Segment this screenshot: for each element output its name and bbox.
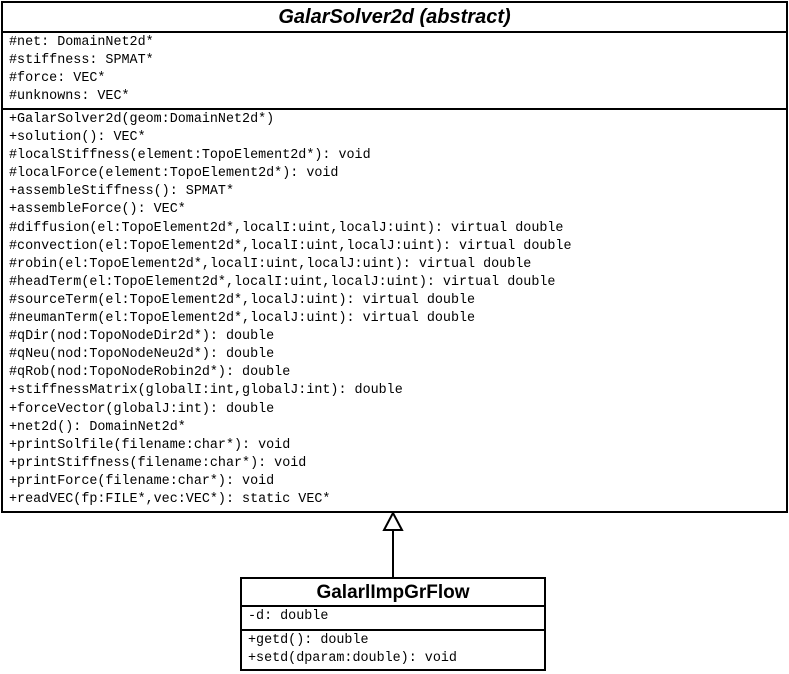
method-row: +setd(dparam:double): void — [248, 651, 457, 667]
methods-compartment: +getd(): double +setd(dparam:double): voi… — [242, 629, 544, 668]
method-row: +readVEC(fp:FILE*,vec:VEC*): static VEC* — [9, 491, 331, 507]
attribute-row: -d: double — [248, 609, 329, 624]
method-row: +GalarSolver2d(geom:DomainNet2d*) — [9, 112, 275, 127]
class-name: GalarSolver2d (abstract) — [3, 3, 786, 33]
attribute-row: #unknowns: VEC* — [9, 89, 130, 105]
method-row: +forceVector(globalJ:int): double — [9, 401, 275, 417]
method-row: #qNeu(nod:TopoNodeNeu2d*): double — [9, 347, 275, 363]
method-row: +assembleForce(): VEC* — [9, 202, 186, 218]
method-row: #qRob(nod:TopoNodeRobin2d*): double — [9, 365, 291, 381]
methods-compartment: +GalarSolver2d(geom:DomainNet2d*) +soluti… — [3, 108, 786, 509]
method-row: #diffusion(el:TopoElement2d*,localI:uint… — [9, 220, 564, 236]
method-row: +solution(): VEC* — [9, 130, 146, 146]
method-row: +printStiffness(filename:char*): void — [9, 455, 307, 471]
method-row: #localStiffness(element:TopoElement2d*):… — [9, 148, 371, 164]
method-row: +printSolfile(filename:char*): void — [9, 437, 291, 453]
hollow-triangle-arrowhead-icon — [382, 510, 404, 531]
attribute-row: #force: VEC* — [9, 71, 106, 87]
attribute-row: #net: DomainNet2d* — [9, 35, 154, 50]
class-name: GalarlImpGrFlow — [242, 579, 544, 607]
method-row: #convection(el:TopoElement2d*,localI:uin… — [9, 238, 572, 254]
method-row: +assembleStiffness(): SPMAT* — [9, 184, 234, 200]
method-row: #sourceTerm(el:TopoElement2d*,localJ:uin… — [9, 292, 476, 308]
attributes-compartment: -d: double — [242, 607, 544, 629]
method-row: #robin(el:TopoElement2d*,localI:uint,loc… — [9, 256, 532, 272]
method-row: #neumanTerm(el:TopoElement2d*,localJ:uin… — [9, 311, 476, 327]
class-box-galarlimpgrflow: GalarlImpGrFlow -d: double +getd(): doub… — [240, 577, 546, 671]
method-row: +stiffnessMatrix(globalI:int,globalJ:int… — [9, 383, 403, 399]
method-row: #localForce(element:TopoElement2d*): voi… — [9, 166, 339, 182]
method-row: +getd(): double — [248, 633, 369, 648]
method-row: #qDir(nod:TopoNodeDir2d*): double — [9, 329, 275, 345]
method-row: +net2d(): DomainNet2d* — [9, 419, 186, 435]
method-row: #headTerm(el:TopoElement2d*,localI:uint,… — [9, 274, 556, 290]
attribute-row: #stiffness: SPMAT* — [9, 53, 154, 69]
method-row: +printForce(filename:char*): void — [9, 473, 275, 489]
attributes-compartment: #net: DomainNet2d* #stiffness: SPMAT* #for… — [3, 33, 786, 108]
class-box-galarsolver2d: GalarSolver2d (abstract) #net: DomainNet… — [1, 1, 788, 513]
